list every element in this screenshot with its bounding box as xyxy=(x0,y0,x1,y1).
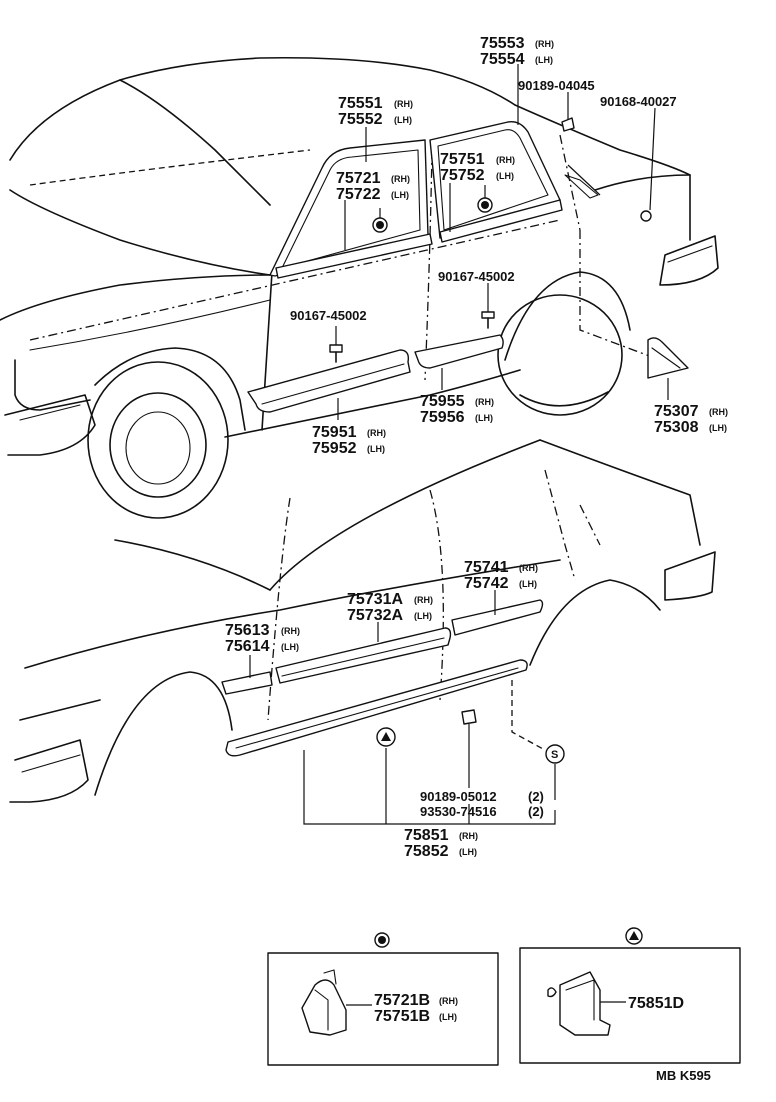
label-75552: 75552 (LH) xyxy=(338,111,412,128)
part-number: 75852 xyxy=(404,843,449,860)
marker-circle-dot-inset xyxy=(374,932,390,948)
part-number: 75731A xyxy=(347,591,403,608)
side-tag: (RH) xyxy=(394,99,413,109)
part-number: 75952 xyxy=(312,440,357,457)
marker-triangle-lower xyxy=(376,727,396,747)
part-number: 75752 xyxy=(440,167,485,184)
label-75721B: 75721B (RH) xyxy=(374,992,458,1009)
side-tag: (RH) xyxy=(535,39,554,49)
label-75752: 75752 (LH) xyxy=(440,167,514,184)
part-number: 75751B xyxy=(374,1008,430,1025)
side-tag: (RH) xyxy=(496,155,515,165)
side-tag: (LH) xyxy=(709,423,727,433)
label-75952: 75952 (LH) xyxy=(312,440,385,457)
inset-box-circle-dot xyxy=(267,952,499,1066)
side-tag: (LH) xyxy=(519,579,537,589)
label-75721: 75721 (RH) xyxy=(336,170,410,187)
part-number: 75552 xyxy=(338,111,383,128)
marker-s: S xyxy=(545,744,565,764)
side-tag: (LH) xyxy=(459,847,477,857)
label-90168-40027: 90168-40027 xyxy=(600,94,677,109)
side-tag: (LH) xyxy=(414,611,432,621)
part-number: 75732A xyxy=(347,607,403,624)
label-75732A: 75732A (LH) xyxy=(347,607,432,624)
side-tag: (LH) xyxy=(439,1012,457,1022)
part-number: 93530-74516 xyxy=(420,804,497,819)
part-number: 75851 xyxy=(404,827,449,844)
label-75551: 75551 (RH) xyxy=(338,95,413,112)
side-tag: (LH) xyxy=(281,642,299,652)
side-tag: (LH) xyxy=(367,444,385,454)
part-number: 75742 xyxy=(464,575,509,592)
figure-code: MB K595 xyxy=(656,1068,711,1083)
side-tag: (RH) xyxy=(414,595,433,605)
side-tag: (LH) xyxy=(391,190,409,200)
s-mark-label: S xyxy=(551,749,558,761)
part-number: 75551 xyxy=(338,95,383,112)
label-75308: 75308 (LH) xyxy=(654,419,727,436)
side-tag: (RH) xyxy=(439,996,458,1006)
side-tag: (RH) xyxy=(281,626,300,636)
label-75851D: 75851D xyxy=(628,995,684,1012)
label-75751: 75751 (RH) xyxy=(440,151,515,168)
side-tag: (LH) xyxy=(496,171,514,181)
side-tag: (RH) xyxy=(519,563,538,573)
label-75851: 75851 (RH) xyxy=(404,827,478,844)
side-tag: (RH) xyxy=(709,407,728,417)
part-number: 75955 xyxy=(420,393,465,410)
label-75741: 75741 (RH) xyxy=(464,559,538,576)
label-75751B: 75751B (LH) xyxy=(374,1008,457,1025)
label-90189-04045: 90189-04045 xyxy=(518,78,595,93)
lower-car-illustration xyxy=(9,439,716,803)
side-tag: (RH) xyxy=(459,831,478,841)
side-tag: (RH) xyxy=(475,397,494,407)
label-75307: 75307 (RH) xyxy=(654,403,728,420)
quantity: (2) xyxy=(528,804,544,819)
side-tag: (RH) xyxy=(391,174,410,184)
label-75614: 75614 (LH) xyxy=(225,638,299,655)
label-75553: 75553 (RH) xyxy=(480,35,554,52)
part-number: 75951 xyxy=(312,424,357,441)
label-75956: 75956 (LH) xyxy=(420,409,493,426)
label-75613: 75613 (RH) xyxy=(225,622,300,639)
upper-car-illustration xyxy=(0,56,719,519)
part-number: 75956 xyxy=(420,409,465,426)
part-number: 90189-05012 xyxy=(420,789,497,804)
marker-triangle-inset xyxy=(625,927,643,945)
marker-circle-dot-window-rear xyxy=(477,197,493,213)
upper-leader-lines xyxy=(335,64,669,420)
label-90189-05012: 90189-05012 (2) xyxy=(420,789,544,804)
inset-box-triangle xyxy=(519,947,741,1064)
part-number: 75307 xyxy=(654,403,699,420)
side-tag: (RH) xyxy=(367,428,386,438)
quantity: (2) xyxy=(528,789,544,804)
part-number: 75751 xyxy=(440,151,485,168)
side-tag: (LH) xyxy=(475,413,493,423)
part-number: 75721 xyxy=(336,170,381,187)
label-93530-74516: 93530-74516 (2) xyxy=(420,804,544,819)
label-75955: 75955 (RH) xyxy=(420,393,494,410)
part-number: 75554 xyxy=(480,51,525,68)
part-number: 75614 xyxy=(225,638,270,655)
part-number: 75722 xyxy=(336,186,381,203)
part-number: 75553 xyxy=(480,35,525,52)
label-75731A: 75731A (RH) xyxy=(347,591,433,608)
label-75554: 75554 (LH) xyxy=(480,51,553,68)
side-tag: (LH) xyxy=(394,115,412,125)
part-number: 75721B xyxy=(374,992,430,1009)
label-75951: 75951 (RH) xyxy=(312,424,386,441)
label-90167-45002-front: 90167-45002 xyxy=(290,308,367,323)
lower-leader-lines xyxy=(249,590,556,825)
label-75722: 75722 (LH) xyxy=(336,186,409,203)
part-number: 75741 xyxy=(464,559,509,576)
label-90167-45002-rear: 90167-45002 xyxy=(438,269,515,284)
part-number: 75613 xyxy=(225,622,270,639)
marker-circle-dot-window xyxy=(372,217,388,233)
label-75742: 75742 (LH) xyxy=(464,575,537,592)
side-tag: (LH) xyxy=(535,55,553,65)
label-75852: 75852 (LH) xyxy=(404,843,477,860)
part-number: 75308 xyxy=(654,419,699,436)
